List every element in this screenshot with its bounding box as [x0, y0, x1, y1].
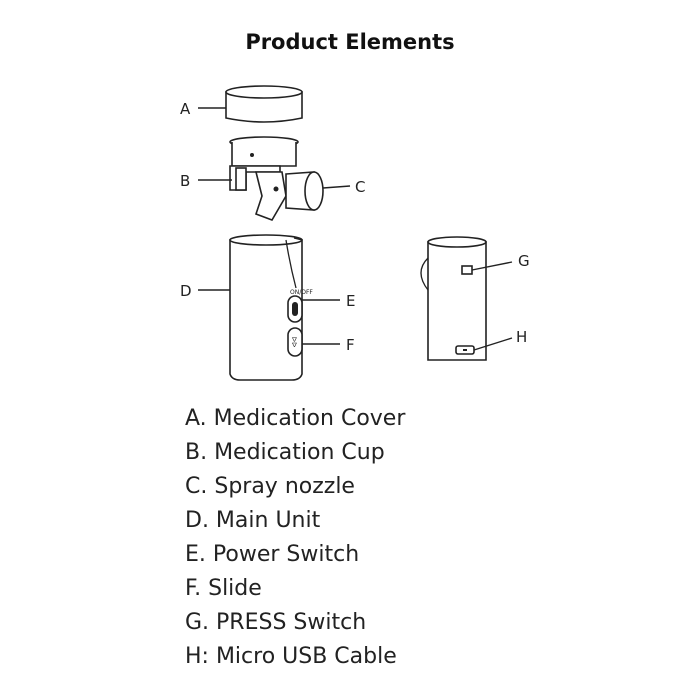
legend-item: F. Slide [185, 576, 262, 601]
label-g: G [518, 252, 530, 270]
legend-item: E. Power Switch [185, 542, 360, 567]
medication-cup [229, 136, 299, 221]
legend-item: H: Micro USB Cable [185, 644, 397, 669]
press-switch [461, 265, 473, 275]
legend-item: C. Spray nozzle [185, 474, 355, 499]
label-e: E [346, 292, 355, 310]
page-title: Product Elements [245, 30, 455, 54]
label-c: C [355, 178, 365, 196]
power-switch [287, 295, 303, 323]
main-unit [229, 234, 303, 381]
power-switch-text: ON/OFF [290, 289, 313, 296]
legend-item: G. PRESS Switch [185, 610, 367, 635]
slide-arrows: ᐅᐅ [290, 337, 298, 348]
legend-item: A. Medication Cover [185, 406, 406, 431]
legend-item: B. Medication Cup [185, 440, 385, 465]
main-unit-back-view [420, 236, 487, 361]
label-f: F [346, 336, 355, 354]
medication-cover [225, 85, 303, 123]
label-h: H [516, 328, 527, 346]
slide: ᐅᐅ [287, 327, 303, 357]
label-b: B [180, 172, 190, 190]
parts-legend: A. Medication Cover B. Medication Cup C.… [185, 402, 405, 674]
leader-g [471, 261, 513, 271]
leader-c [322, 185, 351, 189]
leader-h [473, 337, 513, 351]
label-d: D [180, 282, 192, 300]
label-a: A [180, 100, 191, 118]
spray-nozzle [285, 171, 324, 211]
legend-item: D. Main Unit [185, 508, 321, 533]
